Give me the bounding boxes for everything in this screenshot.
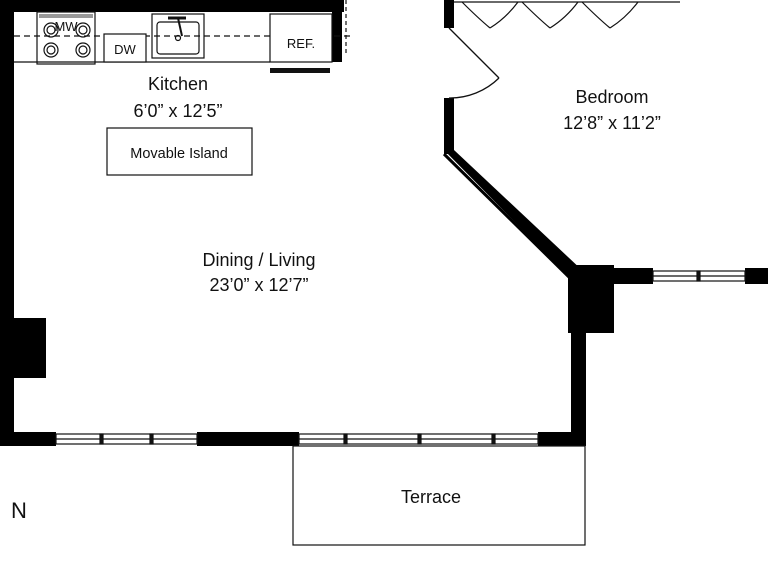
wall-left: [0, 0, 14, 446]
kitchen-dims: 6’0” x 12’5”: [133, 101, 222, 121]
wall-bottom-mid: [197, 432, 299, 446]
refrigerator-base: [270, 68, 330, 73]
wall-ref-stub: [332, 0, 342, 62]
wall-bedroom-bottom-left: [605, 268, 653, 284]
bedroom-name: Bedroom: [575, 87, 648, 107]
window-living-right: [298, 433, 539, 445]
bedroom-door: [448, 27, 500, 99]
movable-island-label: Movable Island: [130, 146, 228, 162]
dining-living-name: Dining / Living: [202, 250, 315, 270]
wall-bedroom-bottom-right: [745, 268, 768, 284]
wall-top-kitchen: [0, 0, 344, 12]
movable-island: [106, 127, 253, 176]
wall-bedroom-left-top: [444, 0, 454, 28]
terrace: [292, 445, 586, 546]
wall-bottom-left: [0, 432, 56, 446]
wall-right-living: [571, 330, 586, 446]
closet-bifold-doors: [454, 1, 680, 29]
dining-living-dims: 23’0” x 12’7”: [209, 275, 308, 295]
kitchen-name: Kitchen: [148, 74, 208, 94]
wall-diagonal-edge: [442, 152, 576, 284]
window-bedroom: [652, 270, 746, 282]
wall-bedroom-left: [444, 98, 454, 154]
window-living-left: [55, 433, 198, 445]
wall-diagonal: [444, 150, 584, 282]
dishwasher: [103, 33, 147, 63]
terrace-name: Terrace: [401, 487, 461, 507]
refrigerator-label: REF.: [287, 36, 315, 51]
bedroom-dims: 12’8” x 11’2”: [563, 113, 661, 133]
microwave-label: MW: [54, 19, 78, 34]
dishwasher-label: DW: [114, 42, 136, 57]
column-left: [12, 318, 46, 378]
range-microwave: [36, 11, 96, 65]
refrigerator: [269, 13, 333, 63]
kitchen-sink: [151, 13, 205, 59]
walls: [0, 0, 768, 446]
north-indicator: N: [11, 498, 27, 523]
